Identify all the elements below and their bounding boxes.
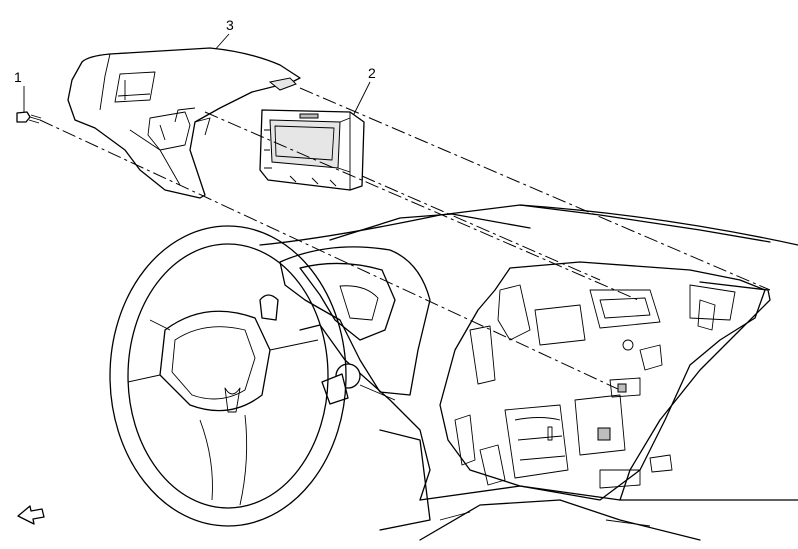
steering-wheel <box>109 225 347 527</box>
dashboard <box>259 204 798 541</box>
callout-1: 1 <box>14 69 25 112</box>
callout-3-label: 3 <box>226 17 234 33</box>
callout-2-label: 2 <box>368 65 376 81</box>
cluster-trim-bezel <box>67 47 301 199</box>
alignment-lines <box>39 87 771 391</box>
cluster-hood <box>279 246 431 396</box>
callout-1-label: 1 <box>14 69 22 85</box>
callout-2: 2 <box>351 65 376 119</box>
fastener-screw <box>16 111 42 124</box>
instrument-panel-cavity <box>439 261 766 501</box>
instrument-cluster-display-module <box>259 109 365 191</box>
view-direction-arrow-icon <box>17 505 45 525</box>
